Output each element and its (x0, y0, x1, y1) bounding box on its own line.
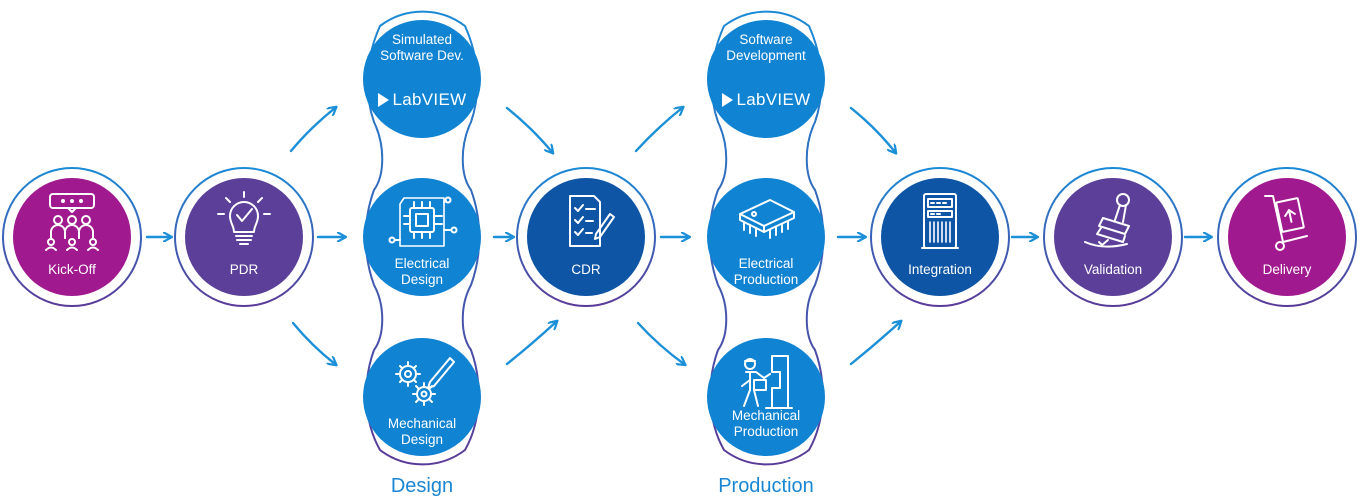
stage-delivery: Delivery (1228, 178, 1346, 296)
stage-kickoff: Kick-Off (13, 178, 131, 296)
approval-stamp-icon (1084, 193, 1130, 248)
checklist-pen-icon (569, 195, 615, 247)
stage-integration-label: Integration (908, 262, 972, 277)
arrow-cdr-software (634, 108, 682, 153)
stage-sim-software-line1: Simulated (391, 32, 453, 47)
arrow-pdr-mech (291, 321, 335, 364)
stage-cdr: CDR (527, 178, 645, 296)
stage-pdr: PDR (185, 178, 303, 296)
group-label-production: Production (718, 475, 814, 497)
stage-elec-design-line2: Design (400, 272, 444, 287)
test-rack-icon (921, 193, 959, 249)
integration-ring (870, 167, 1010, 307)
labview-logo: LabVIEW (377, 90, 467, 110)
labview-logo: LabVIEW (721, 90, 811, 110)
team-meeting-icon (45, 193, 99, 251)
arrow-cdr-mechprod (636, 321, 684, 364)
delivery-ring (1217, 167, 1357, 307)
labview-logo-text: LabVIEW (736, 90, 811, 109)
machine-worker-icon (741, 355, 793, 409)
stage-software-development: Software Development LabVIEW (707, 20, 825, 138)
validation-ring (1043, 167, 1183, 307)
arrow-mechprod-integration (849, 322, 900, 366)
hand-truck-icon (1264, 195, 1308, 251)
stage-kickoff-label: Kick-Off (48, 262, 96, 277)
labview-play-icon (721, 93, 733, 107)
arrow-mech-cdr (505, 322, 556, 366)
stage-software-dev-line1: Software (739, 32, 793, 47)
stage-mech-design-line2: Design (400, 432, 444, 447)
stage-mech-prod-line1: Mechanical (731, 408, 801, 423)
stage-simulated-software: Simulated Software Dev. LabVIEW (363, 20, 481, 138)
stage-mech-prod-line2: Production (733, 424, 799, 439)
stage-pdr-label: PDR (229, 262, 259, 277)
arrow-software-integration (849, 106, 895, 152)
stage-mech-design-line1: Mechanical (387, 416, 457, 431)
cdr-ring (516, 167, 656, 307)
stage-elec-prod-line1: Electrical (738, 256, 794, 271)
arrow-sim-cdr (505, 106, 552, 152)
pdr-ring (174, 167, 314, 307)
stage-electrical-production: Electrical Production (707, 178, 825, 296)
stage-mechanical-production: Mechanical Production (707, 338, 825, 456)
stage-electrical-design: Electrical Design (363, 178, 481, 296)
stage-integration: Integration (881, 178, 999, 296)
stage-validation-label: Validation (1083, 262, 1143, 277)
gears-pencil-icon (395, 357, 455, 406)
stage-cdr-label: CDR (571, 262, 601, 277)
stage-delivery-label: Delivery (1262, 262, 1312, 277)
arrow-pdr-sim (289, 108, 335, 153)
stage-software-dev-line2: Development (726, 48, 806, 63)
stage-elec-design-line1: Electrical (394, 256, 450, 271)
stage-validation: Validation (1054, 178, 1172, 296)
ic-chip-icon (739, 199, 795, 239)
stage-mechanical-design: Mechanical Design (363, 338, 481, 456)
lightbulb-check-icon (217, 191, 271, 245)
stage-sim-software-line2: Software Dev. (380, 48, 464, 63)
kickoff-ring (2, 167, 142, 307)
group-label-design: Design (390, 475, 454, 497)
labview-play-icon (377, 93, 389, 107)
circuit-chip-icon (388, 196, 458, 247)
stage-elec-prod-line2: Production (733, 272, 799, 287)
labview-logo-text: LabVIEW (392, 90, 467, 109)
